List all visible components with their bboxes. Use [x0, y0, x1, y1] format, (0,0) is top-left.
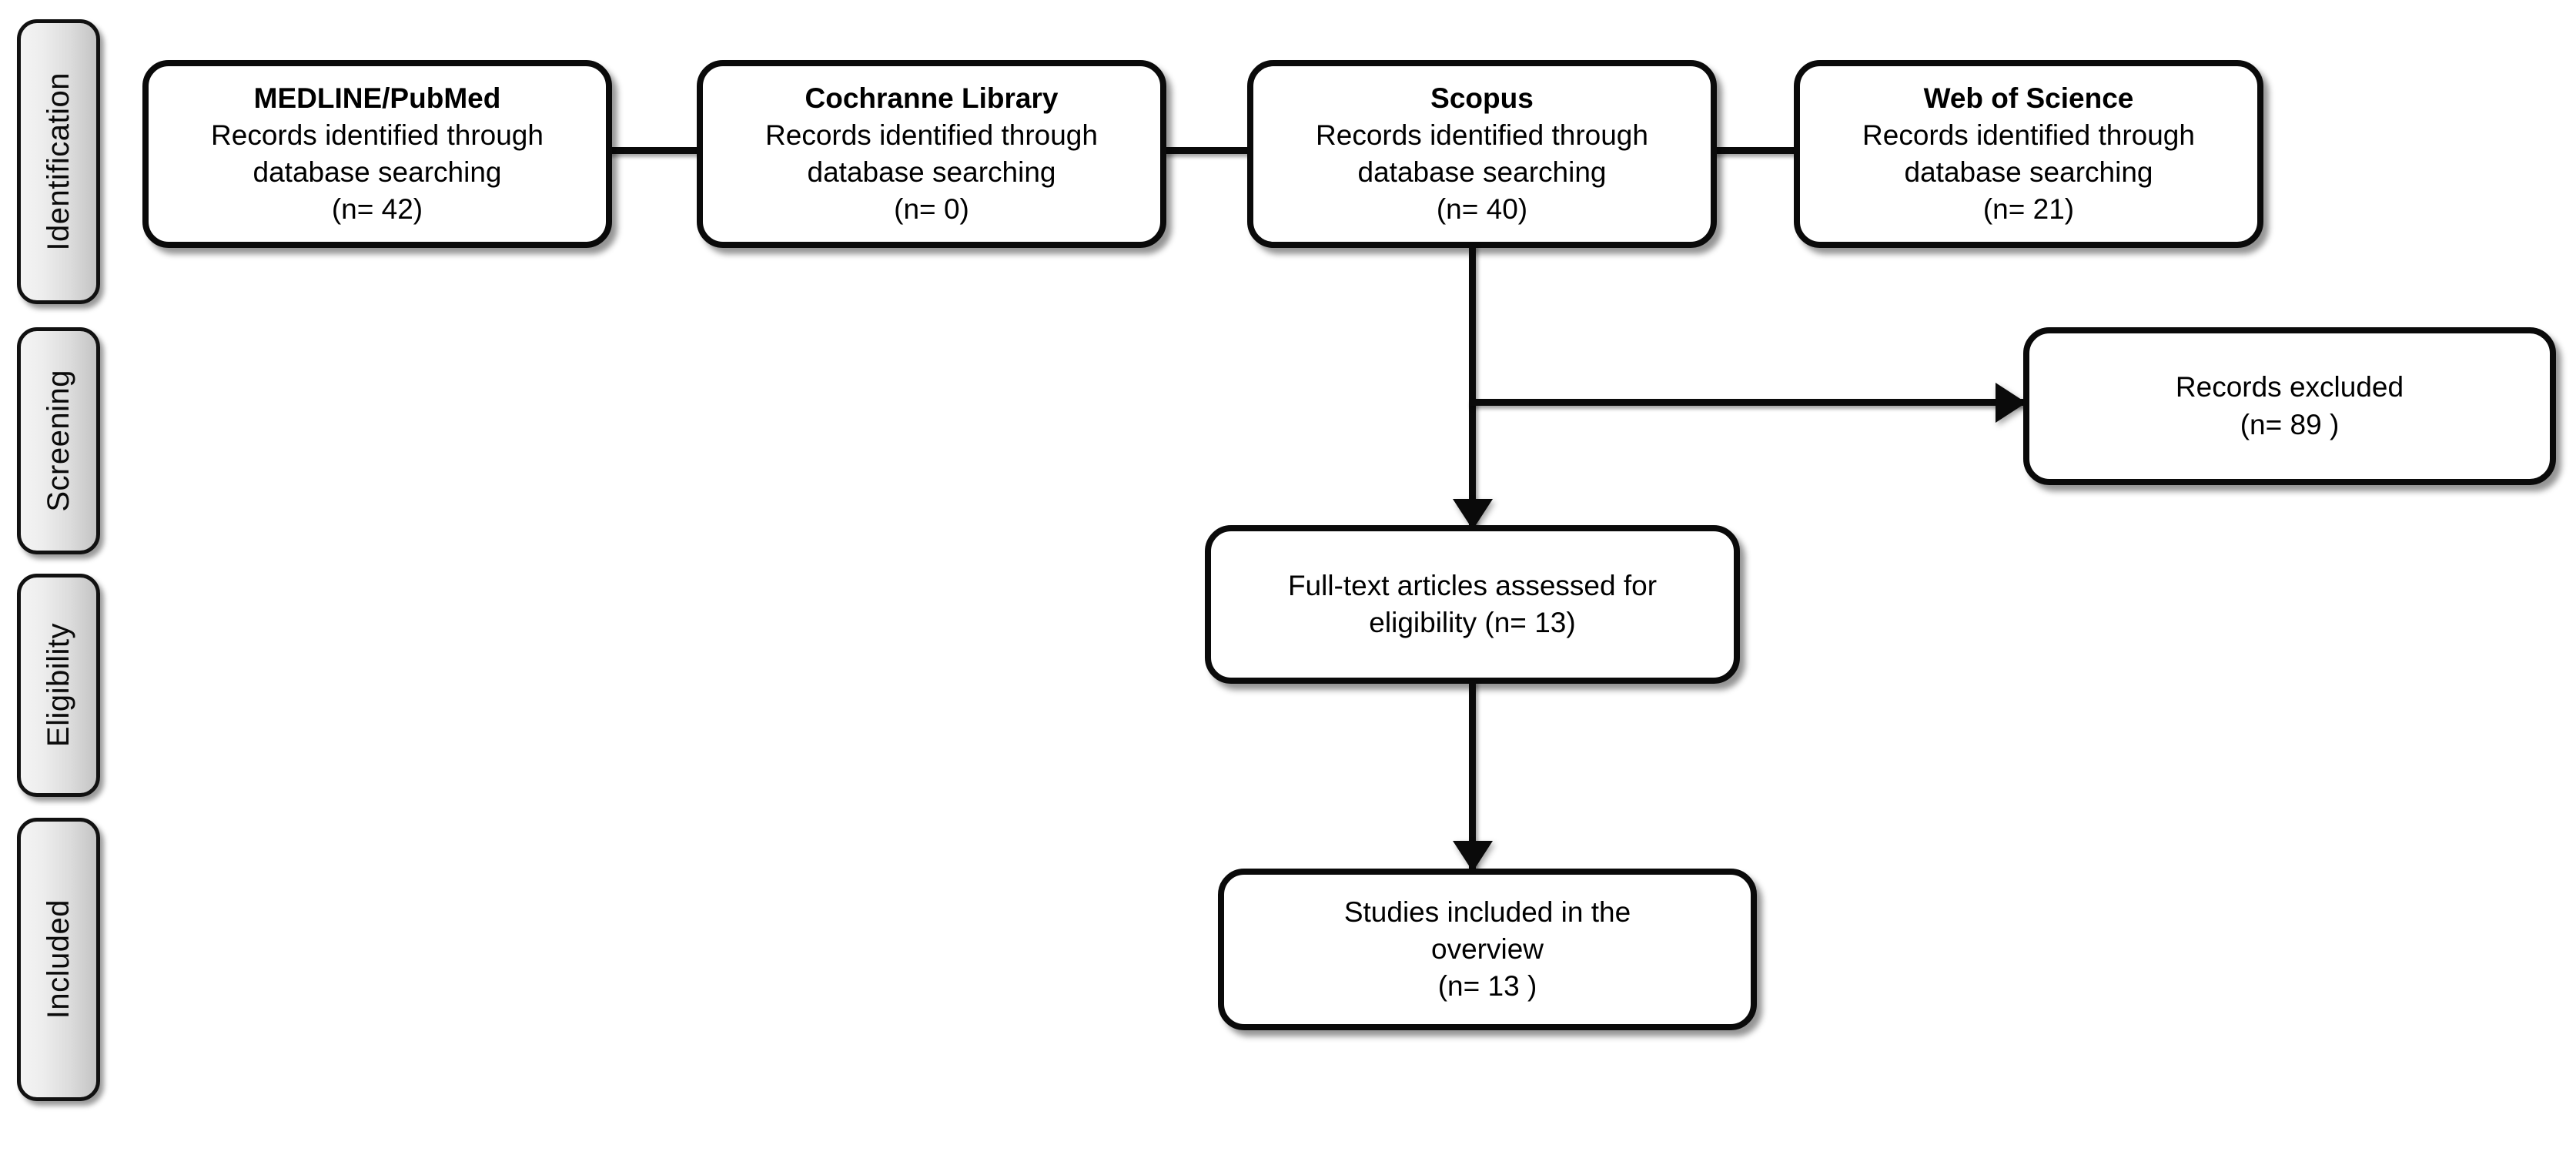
connector-medline-to-cochrane — [608, 147, 701, 154]
records-excluded-box[interactable]: Records excluded (n= 89 ) — [2023, 327, 2556, 485]
stage-tab-included[interactable]: Included — [17, 818, 100, 1101]
stage-tab-identification[interactable]: Identification — [17, 19, 100, 304]
source-count: (n= 0) — [894, 193, 969, 226]
source-count: (n= 21) — [1982, 193, 2075, 226]
source-count: (n= 40) — [1436, 193, 1528, 226]
stage-tab-eligibility[interactable]: Eligibility — [17, 574, 100, 797]
arrowhead-to-excluded — [1996, 383, 2026, 423]
studies-included-line-2: overview — [1431, 932, 1544, 965]
source-title: Scopus — [1430, 82, 1534, 114]
fulltext-line-2: eligibility (n= 13) — [1369, 607, 1576, 638]
stage-tab-label: Eligibility — [41, 623, 75, 748]
source-line-1: Records identified through — [211, 119, 544, 151]
studies-included-count: (n= 13 ) — [1437, 970, 1537, 1003]
connector-scopus-to-wos — [1711, 147, 1799, 154]
studies-included-box[interactable]: Studies included in the overview (n= 13 … — [1218, 869, 1757, 1030]
source-line-1: Records identified through — [1862, 119, 2195, 151]
connector-cochrane-to-scopus — [1164, 147, 1253, 154]
source-title: Web of Science — [1923, 82, 2134, 114]
connector-fulltext-to-included — [1469, 681, 1476, 873]
connector-trunk-to-excluded — [1469, 399, 2029, 406]
source-line-2: database searching — [253, 156, 502, 188]
stage-tab-screening[interactable]: Screening — [17, 327, 100, 554]
connector-scopus-trunk — [1469, 245, 1476, 531]
arrowhead-to-included — [1453, 841, 1493, 872]
source-line-1: Records identified through — [1316, 119, 1648, 151]
records-excluded-line-1: Records excluded — [2175, 371, 2404, 403]
source-box-scopus[interactable]: Scopus Records identified through databa… — [1247, 60, 1717, 248]
source-box-medline[interactable]: MEDLINE/PubMed Records identified throug… — [142, 60, 612, 248]
arrowhead-trunk-to-fulltext — [1453, 499, 1493, 530]
source-title: MEDLINE/PubMed — [253, 82, 501, 114]
source-line-2: database searching — [1357, 156, 1607, 188]
studies-included-line-1: Studies included in the — [1343, 896, 1631, 928]
source-line-1: Records identified through — [765, 119, 1098, 151]
source-box-cochrane[interactable]: Cochranne Library Records identified thr… — [697, 60, 1166, 248]
records-excluded-count: (n= 89 ) — [2240, 408, 2340, 440]
fulltext-assessed-box[interactable]: Full-text articles assessed for eligibil… — [1205, 525, 1740, 684]
stage-tab-label: Screening — [41, 370, 75, 512]
source-count: (n= 42) — [331, 193, 423, 226]
stage-tab-label: Identification — [41, 72, 75, 251]
source-line-2: database searching — [1904, 156, 2153, 188]
source-box-web-of-science[interactable]: Web of Science Records identified throug… — [1794, 60, 2263, 248]
source-title: Cochranne Library — [805, 82, 1059, 114]
source-line-2: database searching — [807, 156, 1056, 188]
fulltext-line-1: Full-text articles assessed for — [1287, 569, 1658, 601]
stage-tab-label: Included — [41, 899, 75, 1019]
